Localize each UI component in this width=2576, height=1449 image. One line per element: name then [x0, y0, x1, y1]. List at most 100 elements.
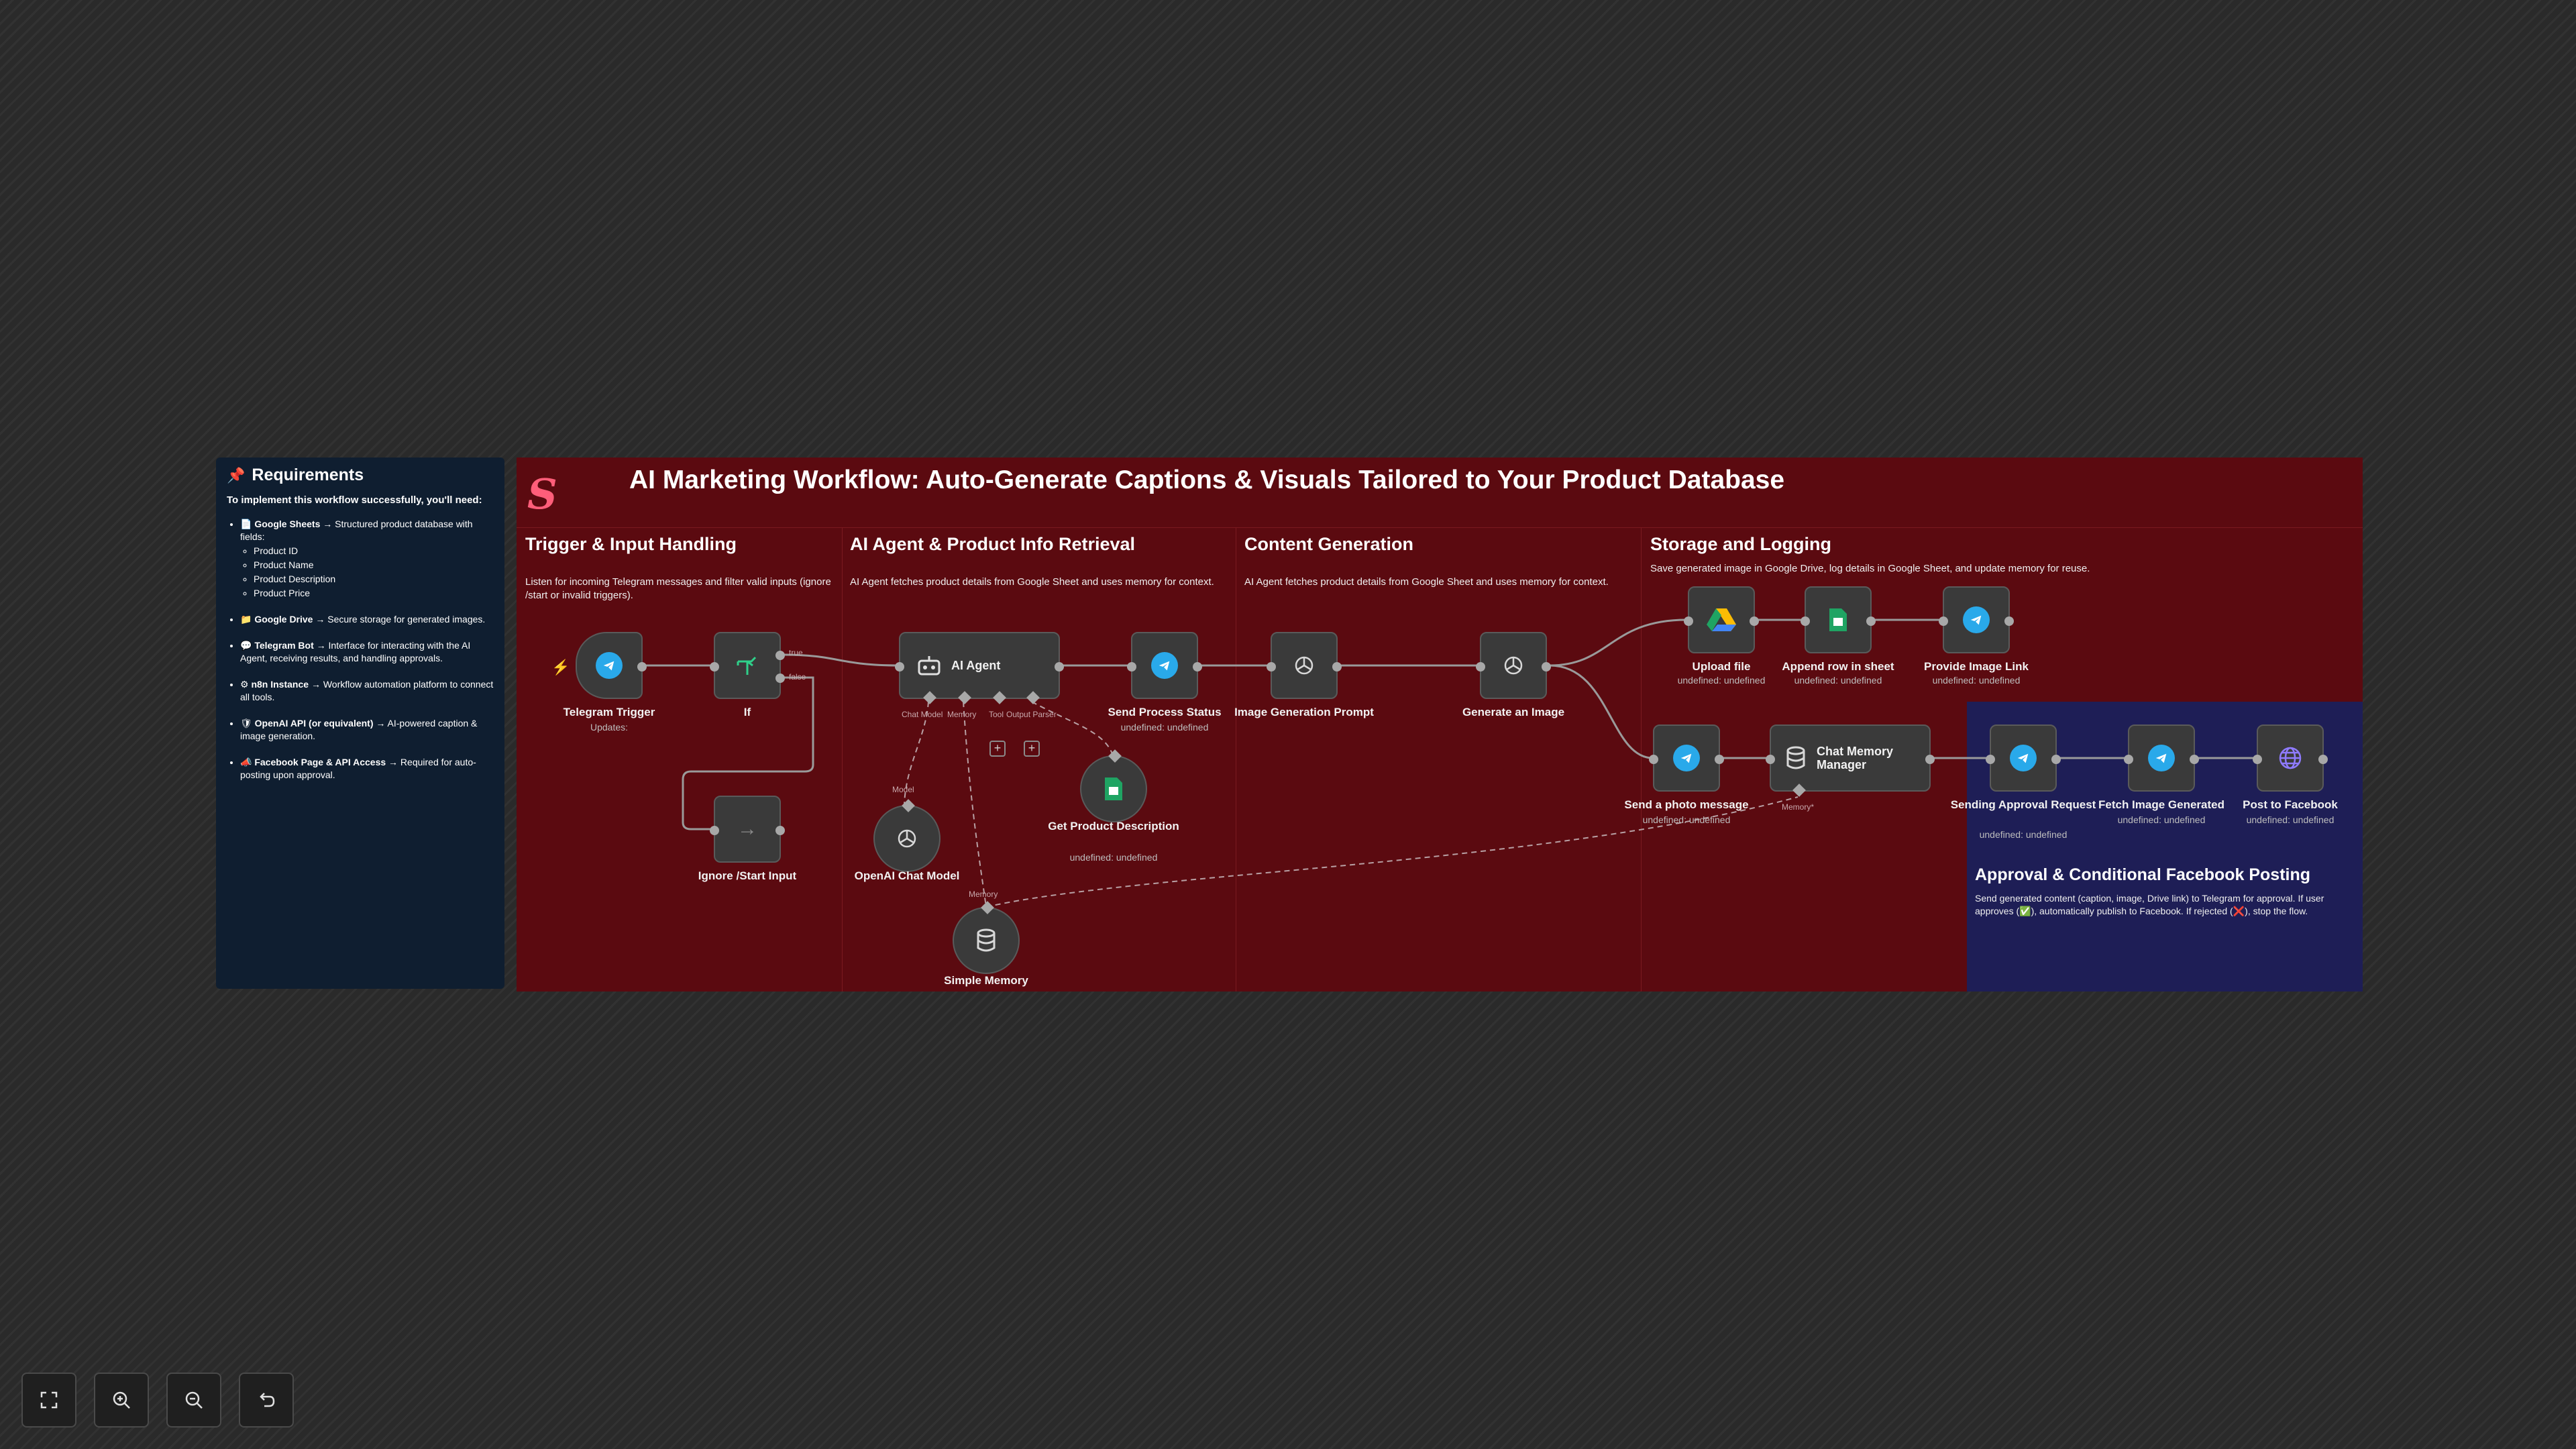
- zoom-in-button[interactable]: [94, 1373, 149, 1428]
- output-port[interactable]: [2051, 755, 2061, 764]
- node-subtitle: undefined: undefined: [1642, 814, 1731, 825]
- zoom-out-button[interactable]: [166, 1373, 221, 1428]
- input-port[interactable]: [710, 662, 719, 672]
- database-icon: [977, 928, 996, 952]
- output-port[interactable]: [1542, 662, 1551, 672]
- section-title-agent: AI Agent & Product Info Retrieval: [850, 534, 1136, 554]
- pin-icon: 📌: [227, 466, 246, 484]
- port-label-false: false: [789, 672, 806, 682]
- output-port[interactable]: [1750, 616, 1759, 626]
- output-port[interactable]: [1866, 616, 1876, 626]
- input-port[interactable]: [1476, 662, 1485, 672]
- input-port[interactable]: [1649, 755, 1658, 764]
- node-provide-image-link[interactable]: [1939, 586, 2014, 653]
- node-chat-memory-manager[interactable]: Chat Memory Manager: [1766, 724, 1935, 797]
- node-ignore-start[interactable]: →: [710, 796, 785, 863]
- robot-icon: [918, 656, 941, 676]
- node-fetch-image-generated[interactable]: [2124, 724, 2199, 792]
- section-title-storage: Storage and Logging: [1650, 534, 1831, 554]
- node-post-to-facebook[interactable]: [2253, 724, 2328, 792]
- fit-view-button[interactable]: [21, 1373, 76, 1428]
- output-port[interactable]: [1925, 755, 1935, 764]
- node-subtitle: undefined: undefined: [1932, 675, 2021, 686]
- output-port[interactable]: [1055, 662, 1064, 672]
- section-divider: [842, 527, 843, 991]
- input-port[interactable]: [1684, 616, 1693, 626]
- req-field: Product Name: [254, 559, 494, 572]
- node-subtitle: undefined: undefined: [2117, 814, 2206, 825]
- node-if[interactable]: [710, 632, 785, 699]
- input-port[interactable]: [1939, 616, 1948, 626]
- add-tool-button[interactable]: +: [989, 741, 1006, 757]
- node-upload-file[interactable]: [1684, 586, 1759, 653]
- node-openai-chat-model[interactable]: [873, 799, 941, 872]
- input-port[interactable]: [1766, 755, 1775, 764]
- node-subtitle: undefined: undefined: [2246, 814, 2334, 825]
- output-port[interactable]: [2190, 755, 2199, 764]
- output-port-true[interactable]: [775, 651, 785, 660]
- port-label-true: true: [789, 648, 803, 657]
- requirements-list: 📄 Google Sheets → Structured product dat…: [227, 518, 494, 782]
- node-subtitle: undefined: undefined: [1979, 829, 2068, 840]
- input-port[interactable]: [895, 662, 904, 672]
- node-label: Provide Image Link: [1924, 660, 2029, 673]
- section-title-content: Content Generation: [1244, 534, 1414, 554]
- shield-icon: 🛡: [240, 718, 252, 729]
- zoom-in-icon: [113, 1391, 130, 1409]
- requirements-note[interactable]: 📌Requirements To implement this workflow…: [216, 458, 504, 989]
- telegram-icon: [1673, 745, 1700, 771]
- node-sending-approval-request[interactable]: [1986, 724, 2061, 792]
- output-port[interactable]: [1332, 662, 1342, 672]
- output-port-false[interactable]: [775, 674, 785, 683]
- input-port[interactable]: [710, 826, 719, 835]
- openai-icon: [898, 829, 916, 848]
- node-send-photo-message[interactable]: [1649, 724, 1724, 792]
- req-telegram-bot: 💬 Telegram Bot → Interface for interacti…: [240, 639, 494, 665]
- port-label: Memory: [947, 710, 977, 719]
- port-label: Tool: [989, 710, 1004, 719]
- node-generate-image[interactable]: [1476, 632, 1551, 699]
- input-port[interactable]: [2253, 755, 2262, 764]
- main-title: AI Marketing Workflow: Auto-Generate Cap…: [629, 466, 1785, 494]
- reset-zoom-button[interactable]: [239, 1373, 294, 1428]
- band-title-row: [517, 458, 2363, 528]
- input-port[interactable]: [1127, 662, 1136, 672]
- telegram-icon: [1963, 606, 1990, 633]
- port-label: Chat Model: [902, 710, 943, 719]
- output-port[interactable]: [2318, 755, 2328, 764]
- node-ai-agent[interactable]: AI Agent: [895, 632, 1064, 704]
- node-label: Append row in sheet: [1782, 660, 1894, 673]
- node-image-generation-prompt[interactable]: [1267, 632, 1342, 699]
- node-label: Ignore /Start Input: [698, 869, 797, 882]
- node-label: Telegram Trigger: [563, 706, 655, 718]
- port-label: Model: [892, 785, 914, 794]
- node-label: Send Process Status: [1108, 706, 1222, 718]
- arrow-right-icon: →: [737, 818, 757, 840]
- input-port[interactable]: [1986, 755, 1995, 764]
- node-get-product-description[interactable]: [1080, 749, 1147, 822]
- google-drive-icon: [1707, 608, 1736, 631]
- port-label: Output Parser: [1006, 710, 1057, 719]
- output-port[interactable]: [1715, 755, 1724, 764]
- output-port[interactable]: [775, 826, 785, 835]
- node-send-process-status[interactable]: [1127, 632, 1202, 699]
- n8n-logo-icon: S: [527, 470, 557, 519]
- node-append-row[interactable]: [1801, 586, 1876, 653]
- input-port[interactable]: [2124, 755, 2133, 764]
- globe-icon: [2279, 747, 2302, 769]
- input-port[interactable]: [1267, 662, 1276, 672]
- node-label: AI Agent: [951, 659, 1001, 672]
- output-port[interactable]: [637, 662, 647, 672]
- node-telegram-trigger[interactable]: [576, 632, 647, 699]
- openai-icon: [1504, 656, 1523, 675]
- output-port[interactable]: [1193, 662, 1202, 672]
- input-port[interactable]: [1801, 616, 1810, 626]
- output-port[interactable]: [2004, 616, 2014, 626]
- database-icon: [1786, 746, 1805, 769]
- node-label: Get Product Description: [1048, 820, 1179, 833]
- node-label: Chat Memory Manager: [1817, 745, 1894, 771]
- add-parser-button[interactable]: +: [1024, 741, 1040, 757]
- node-label: Upload file: [1692, 660, 1751, 673]
- node-simple-memory[interactable]: [953, 901, 1020, 974]
